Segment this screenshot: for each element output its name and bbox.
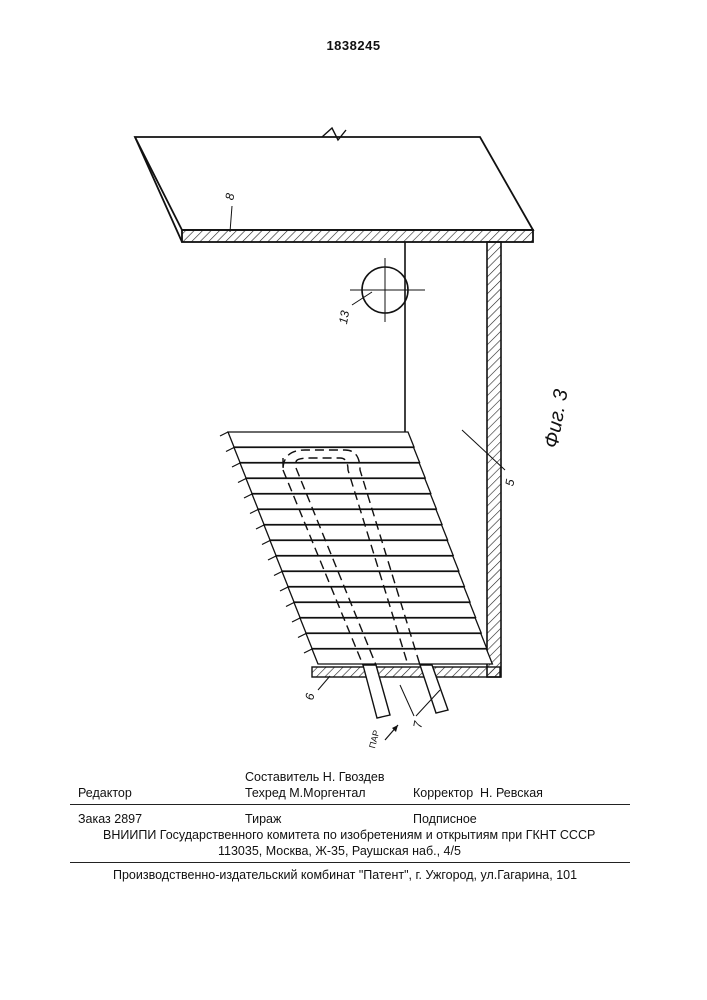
- order-number: Заказ 2897: [78, 812, 142, 826]
- slat: [288, 587, 470, 602]
- slat-edge: [262, 541, 270, 545]
- steam-label: ПАР: [367, 729, 381, 749]
- slat-array: [220, 432, 492, 664]
- slat: [264, 525, 448, 540]
- slat-edge: [280, 587, 288, 591]
- slat-edge: [286, 603, 294, 607]
- slat: [276, 556, 459, 571]
- steam-arrow: [385, 725, 398, 740]
- slat-edge: [268, 556, 276, 560]
- slat: [312, 649, 492, 664]
- slat: [270, 541, 453, 556]
- address-line: 113035, Москва, Ж-35, Раушская наб., 4/5: [218, 844, 461, 858]
- slat: [228, 432, 414, 447]
- slat-edge: [250, 510, 258, 514]
- slat: [252, 494, 436, 509]
- slat-edge: [244, 494, 252, 498]
- slat-edge: [304, 649, 312, 653]
- slat: [234, 448, 420, 463]
- base-plate: [312, 667, 500, 677]
- slat: [258, 510, 442, 525]
- corrector-name: Н. Ревская: [480, 786, 543, 800]
- ceiling-slab: [135, 128, 533, 242]
- slat: [282, 572, 464, 587]
- slat-edge: [256, 525, 264, 529]
- techred-line: Техред М.Моргентал: [245, 786, 366, 800]
- corrector-label: Корректор: [413, 786, 473, 800]
- slat: [306, 634, 487, 649]
- circulation-label: Тираж: [245, 812, 281, 826]
- ref-label-13: 13: [336, 309, 352, 325]
- slat-edge: [226, 448, 234, 452]
- slat: [240, 463, 425, 478]
- slat-edge: [238, 479, 246, 483]
- slat-edge: [220, 432, 228, 436]
- vniipi-line: ВНИИПИ Государственного комитета по изоб…: [103, 828, 595, 842]
- slat-edge: [232, 463, 240, 467]
- circle-element-13: [350, 258, 425, 322]
- publisher-line: Производственно-издательский комбинат "П…: [113, 868, 577, 882]
- slat-edge: [274, 572, 282, 576]
- ref-label-6: 6: [302, 692, 317, 701]
- slat-edge: [298, 634, 306, 638]
- editor-label: Редактор: [78, 786, 132, 800]
- bottom-rule: [70, 862, 630, 863]
- compiler-line: Составитель Н. Гвоздев: [245, 770, 384, 784]
- figure-3-drawing: 8 13 5 6 7 ПАР Фиг. 3: [0, 0, 707, 760]
- top-rule: [70, 804, 630, 805]
- ref-label-7: 7: [410, 719, 425, 729]
- slat-edge: [292, 618, 300, 622]
- figure-caption: Фиг. 3: [541, 388, 573, 450]
- slat: [300, 618, 481, 633]
- subscription-label: Подписное: [413, 812, 477, 826]
- slat: [294, 603, 476, 618]
- ref-label-5: 5: [502, 478, 517, 487]
- slat: [246, 479, 431, 494]
